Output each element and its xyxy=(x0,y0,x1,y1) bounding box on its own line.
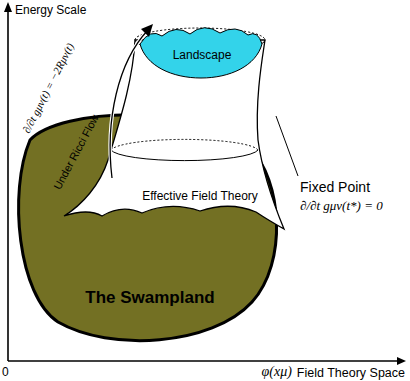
axis-title: Field Theory Space xyxy=(297,366,405,380)
axis-symbol: φ(xμ) xyxy=(262,364,292,380)
region-label: Effective Field Theory xyxy=(142,189,258,203)
axis-title: Energy Scale xyxy=(15,3,86,17)
landscape-region: Landscape xyxy=(138,22,264,80)
region-label: The Swampland xyxy=(85,288,214,308)
origin-label: 0 xyxy=(2,365,9,379)
region-label: Landscape xyxy=(173,48,232,62)
fixed-point-equation: ∂/∂t gμν(t*) = 0 xyxy=(300,198,383,214)
fixed-point-label: Fixed Point xyxy=(300,179,370,195)
